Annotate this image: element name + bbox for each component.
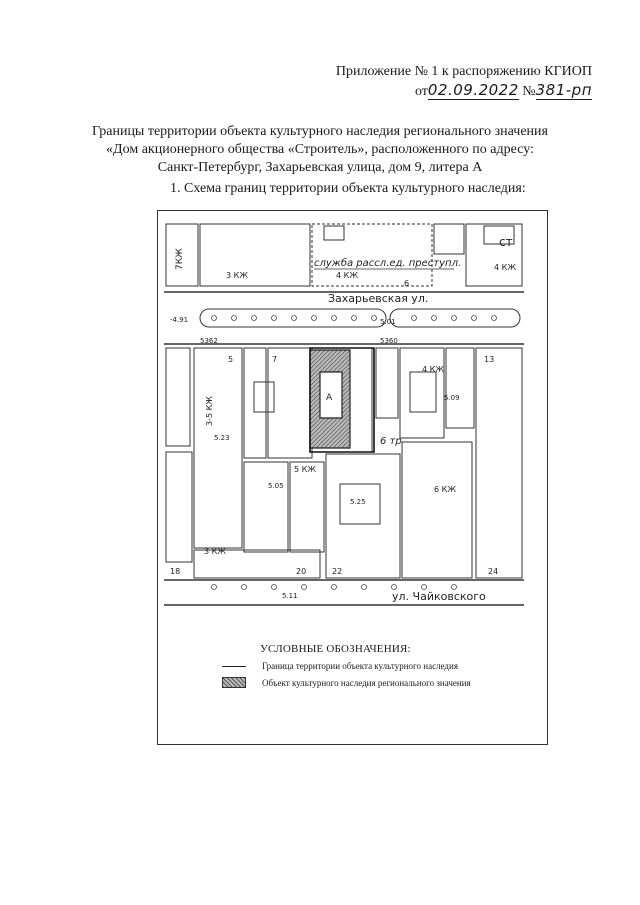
map-label: 22	[332, 567, 342, 576]
elevation-mark: 5.05	[268, 482, 284, 490]
building	[409, 371, 437, 413]
building	[433, 223, 465, 255]
map-label: ст	[499, 235, 513, 249]
elevation-mark: -4.91	[170, 316, 188, 324]
building	[399, 347, 445, 439]
title-line-2: «Дом акционерного общества «Строитель», …	[106, 142, 534, 157]
legend-object-label: Объект культурного наследия региональног…	[262, 677, 471, 688]
map-label: 13	[484, 355, 494, 364]
order-number: 381-рп	[535, 81, 592, 100]
map-label: 4 КЖ	[422, 365, 444, 374]
elevation-mark: 5.11	[282, 592, 298, 600]
building	[243, 347, 267, 459]
boundary-map: 7КЖ 3 КЖ 4 КЖ 4 КЖ ст 6 служба рассл.ед.…	[164, 223, 524, 606]
map-label: 5	[228, 355, 233, 364]
street-name-bottom: ул. Чайковского	[392, 590, 486, 603]
document-title: Границы территории объекта культурного н…	[40, 123, 600, 177]
building	[243, 461, 289, 553]
elevation-mark: 5362	[200, 337, 218, 345]
building	[193, 549, 321, 579]
map-label: 24	[488, 567, 498, 576]
map-label: 4 КЖ	[494, 263, 516, 272]
building	[475, 347, 523, 579]
building	[253, 381, 275, 413]
appendix-header: Приложение № 1 к распоряжению КГИОП от02…	[336, 62, 592, 101]
building	[165, 223, 199, 287]
from-label: от	[414, 84, 428, 99]
street-name-top: Захарьевская ул.	[328, 292, 428, 305]
map-label: 4 КЖ	[336, 271, 358, 280]
building	[311, 223, 433, 287]
map-label: 7	[272, 355, 277, 364]
map-label: 6 КЖ	[434, 485, 456, 494]
elevation-mark: 5.25	[350, 498, 366, 506]
title-line-1: Границы территории объекта культурного н…	[92, 124, 548, 139]
elevation-mark: 5.23	[214, 434, 230, 442]
building	[165, 347, 191, 447]
building	[375, 347, 399, 419]
section-heading: 1. Схема границ территории объекта культ…	[170, 181, 526, 196]
building	[483, 225, 515, 245]
map-frame	[157, 210, 548, 745]
appendix-date-line: от02.09.2022 №381-рп	[336, 81, 592, 101]
legend-title: УСЛОВНЫЕ ОБОЗНАЧЕНИЯ:	[260, 643, 411, 655]
building	[165, 451, 193, 563]
building	[339, 483, 381, 525]
building	[199, 223, 311, 287]
building	[289, 461, 325, 553]
map-label: 18	[170, 567, 180, 576]
building	[465, 223, 523, 287]
map-label: 6 тр	[380, 436, 402, 447]
building	[323, 225, 345, 241]
elevation-mark: 5360	[380, 337, 398, 345]
tree-row	[199, 308, 387, 328]
order-date: 02.09.2022	[427, 81, 519, 100]
map-label: 3 КЖ	[204, 547, 226, 556]
building	[325, 453, 401, 579]
legend-boundary-label: Граница территории объекта культурного н…	[262, 661, 458, 671]
appendix-line: Приложение № 1 к распоряжению КГИОП	[335, 64, 592, 79]
building	[401, 441, 473, 579]
legend-boundary: Граница территории объекта культурного н…	[222, 661, 458, 671]
hatched-swatch	[222, 677, 246, 688]
map-label: 6	[404, 279, 409, 288]
building	[193, 347, 243, 549]
boundary-line-swatch	[222, 665, 246, 667]
elevation-mark: 5.09	[444, 394, 460, 402]
map-label: 5 КЖ	[294, 465, 316, 474]
building	[267, 347, 313, 459]
tree-row	[389, 308, 521, 328]
map-label: 3 КЖ	[226, 271, 248, 280]
building	[445, 347, 475, 429]
legend-object: Объект культурного наследия региональног…	[222, 677, 471, 688]
map-label: 7КЖ	[175, 248, 185, 270]
map-label: А	[326, 393, 333, 403]
elevation-mark: 5.01	[380, 318, 396, 326]
map-label: 20	[296, 567, 306, 576]
service-label: служба рассл.ед. преступл.	[314, 257, 461, 269]
territory-boundary	[309, 347, 375, 453]
map-label: 3-5 КЖ	[205, 396, 214, 426]
title-line-3: Санкт-Петербург, Захарьевская улица, дом…	[157, 160, 483, 175]
number-sign: №	[522, 84, 536, 99]
